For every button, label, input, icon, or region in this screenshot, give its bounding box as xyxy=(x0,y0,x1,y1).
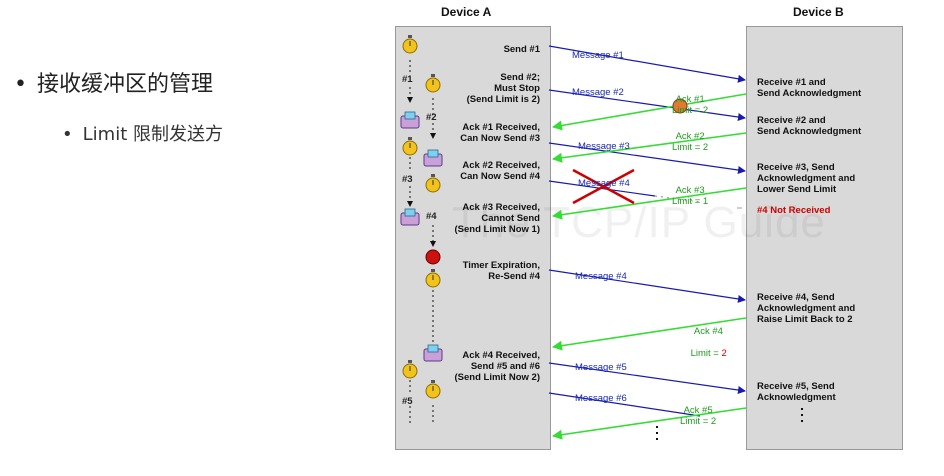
arrow-ack-1 xyxy=(552,93,747,131)
ack-label-1: Ack #1 Limit = 2 xyxy=(672,94,709,116)
ack-label-4-line1: Ack #4 xyxy=(693,326,723,337)
stopwatch-icon xyxy=(425,269,441,288)
bullet-dot: • xyxy=(14,72,27,97)
message-label-4-lost: Message #4 xyxy=(578,178,630,189)
ack-received-icon xyxy=(400,208,420,226)
arrow-message-6 xyxy=(548,392,701,417)
bullet-sub: • Limit 限制发送方 xyxy=(62,120,223,146)
label-ack-4-received: Ack #4 Received, Send #5 and #6 (Send Li… xyxy=(454,350,541,383)
ack-label-4: Ack #4 Limit = 2 xyxy=(680,315,727,370)
stopwatch-icon xyxy=(425,74,441,93)
device-b-title: Device B xyxy=(793,5,844,19)
label-receive-5: Receive #5, Send Acknowledgment xyxy=(757,381,836,403)
label-send-2: Send #2; Must Stop (Send Limit is 2) xyxy=(466,72,540,105)
slot-label-5: #5 xyxy=(402,396,413,407)
device-a-title: Device A xyxy=(441,5,492,19)
stopwatch-icon xyxy=(425,380,441,399)
message-label-1: Message #1 xyxy=(572,50,624,61)
stopwatch-icon xyxy=(425,174,441,193)
slot-label-4: #4 xyxy=(426,211,437,222)
device-b-timeline xyxy=(746,26,903,450)
device-a-timeline xyxy=(395,26,551,450)
ack-sent-icon xyxy=(672,98,688,114)
arrow-ack-3 xyxy=(552,187,747,220)
slot-label-3: #3 xyxy=(402,174,413,185)
message-label-4-resend: Message #4 xyxy=(575,271,627,282)
label-ack-3-received: Ack #3 Received, Cannot Send (Send Limit… xyxy=(454,202,541,235)
label-timer-expiration: Timer Expiration, Re-Send #4 xyxy=(462,260,540,282)
arrow-message-4-lost-dotted xyxy=(654,195,701,203)
message-label-3: Message #3 xyxy=(578,141,630,152)
bullet-main-text: 接收缓冲区的管理 xyxy=(36,72,213,97)
arrow-message-1 xyxy=(548,45,746,83)
label-not-received: #4 Not Received xyxy=(757,205,831,216)
label-ack-1-received: Ack #1 Received, Can Now Send #3 xyxy=(460,122,540,144)
stopwatch-icon xyxy=(402,35,418,54)
stopwatch-icon xyxy=(402,137,418,156)
ack-received-icon xyxy=(423,149,443,167)
bullet-dot: • xyxy=(62,124,73,145)
ack-label-2: Ack #2 Limit = 2 xyxy=(672,131,709,153)
ack-received-icon xyxy=(400,111,420,129)
message-label-5: Message #5 xyxy=(575,362,627,373)
arrow-message-5 xyxy=(548,362,746,394)
message-label-6: Message #6 xyxy=(575,393,627,404)
ack-label-4-limit-value: 2 xyxy=(721,348,727,359)
label-ack-2-received: Ack #2 Received, Can Now Send #4 xyxy=(460,160,540,182)
bullet-sub-text: Limit 限制发送方 xyxy=(82,124,223,145)
arrow-message-4-resend xyxy=(548,269,746,303)
timer-expired-icon xyxy=(425,249,441,265)
slot-label-2: #2 xyxy=(426,112,437,123)
bullet-main: • 接收缓冲区的管理 xyxy=(14,66,213,98)
lost-message-cross xyxy=(572,168,635,205)
slot-label-1: #1 xyxy=(402,74,413,85)
arrow-ack-2 xyxy=(552,132,747,163)
ack-received-icon xyxy=(423,344,443,362)
ack-label-4-limit-prefix: Limit = xyxy=(690,348,722,359)
label-receive-2: Receive #2 and Send Acknowledgment xyxy=(757,115,862,137)
message-label-2: Message #2 xyxy=(572,87,624,98)
arrow-ack-5 xyxy=(552,407,747,440)
arrow-message-3 xyxy=(548,142,746,174)
arrow-message-2 xyxy=(548,89,746,121)
arrow-ack-4 xyxy=(552,317,747,351)
label-receive-3: Receive #3, Send Acknowledgment and Lowe… xyxy=(757,162,856,195)
ack-label-5: Ack #5 Limit = 2 xyxy=(680,405,717,427)
ack-label-3: Ack #3 Limit = 1 xyxy=(672,185,709,207)
label-receive-4: Receive #4, Send Acknowledgment and Rais… xyxy=(757,292,856,325)
stopwatch-icon xyxy=(402,360,418,379)
label-send-1: Send #1 xyxy=(503,44,540,55)
label-receive-1: Receive #1 and Send Acknowledgment xyxy=(757,77,862,99)
